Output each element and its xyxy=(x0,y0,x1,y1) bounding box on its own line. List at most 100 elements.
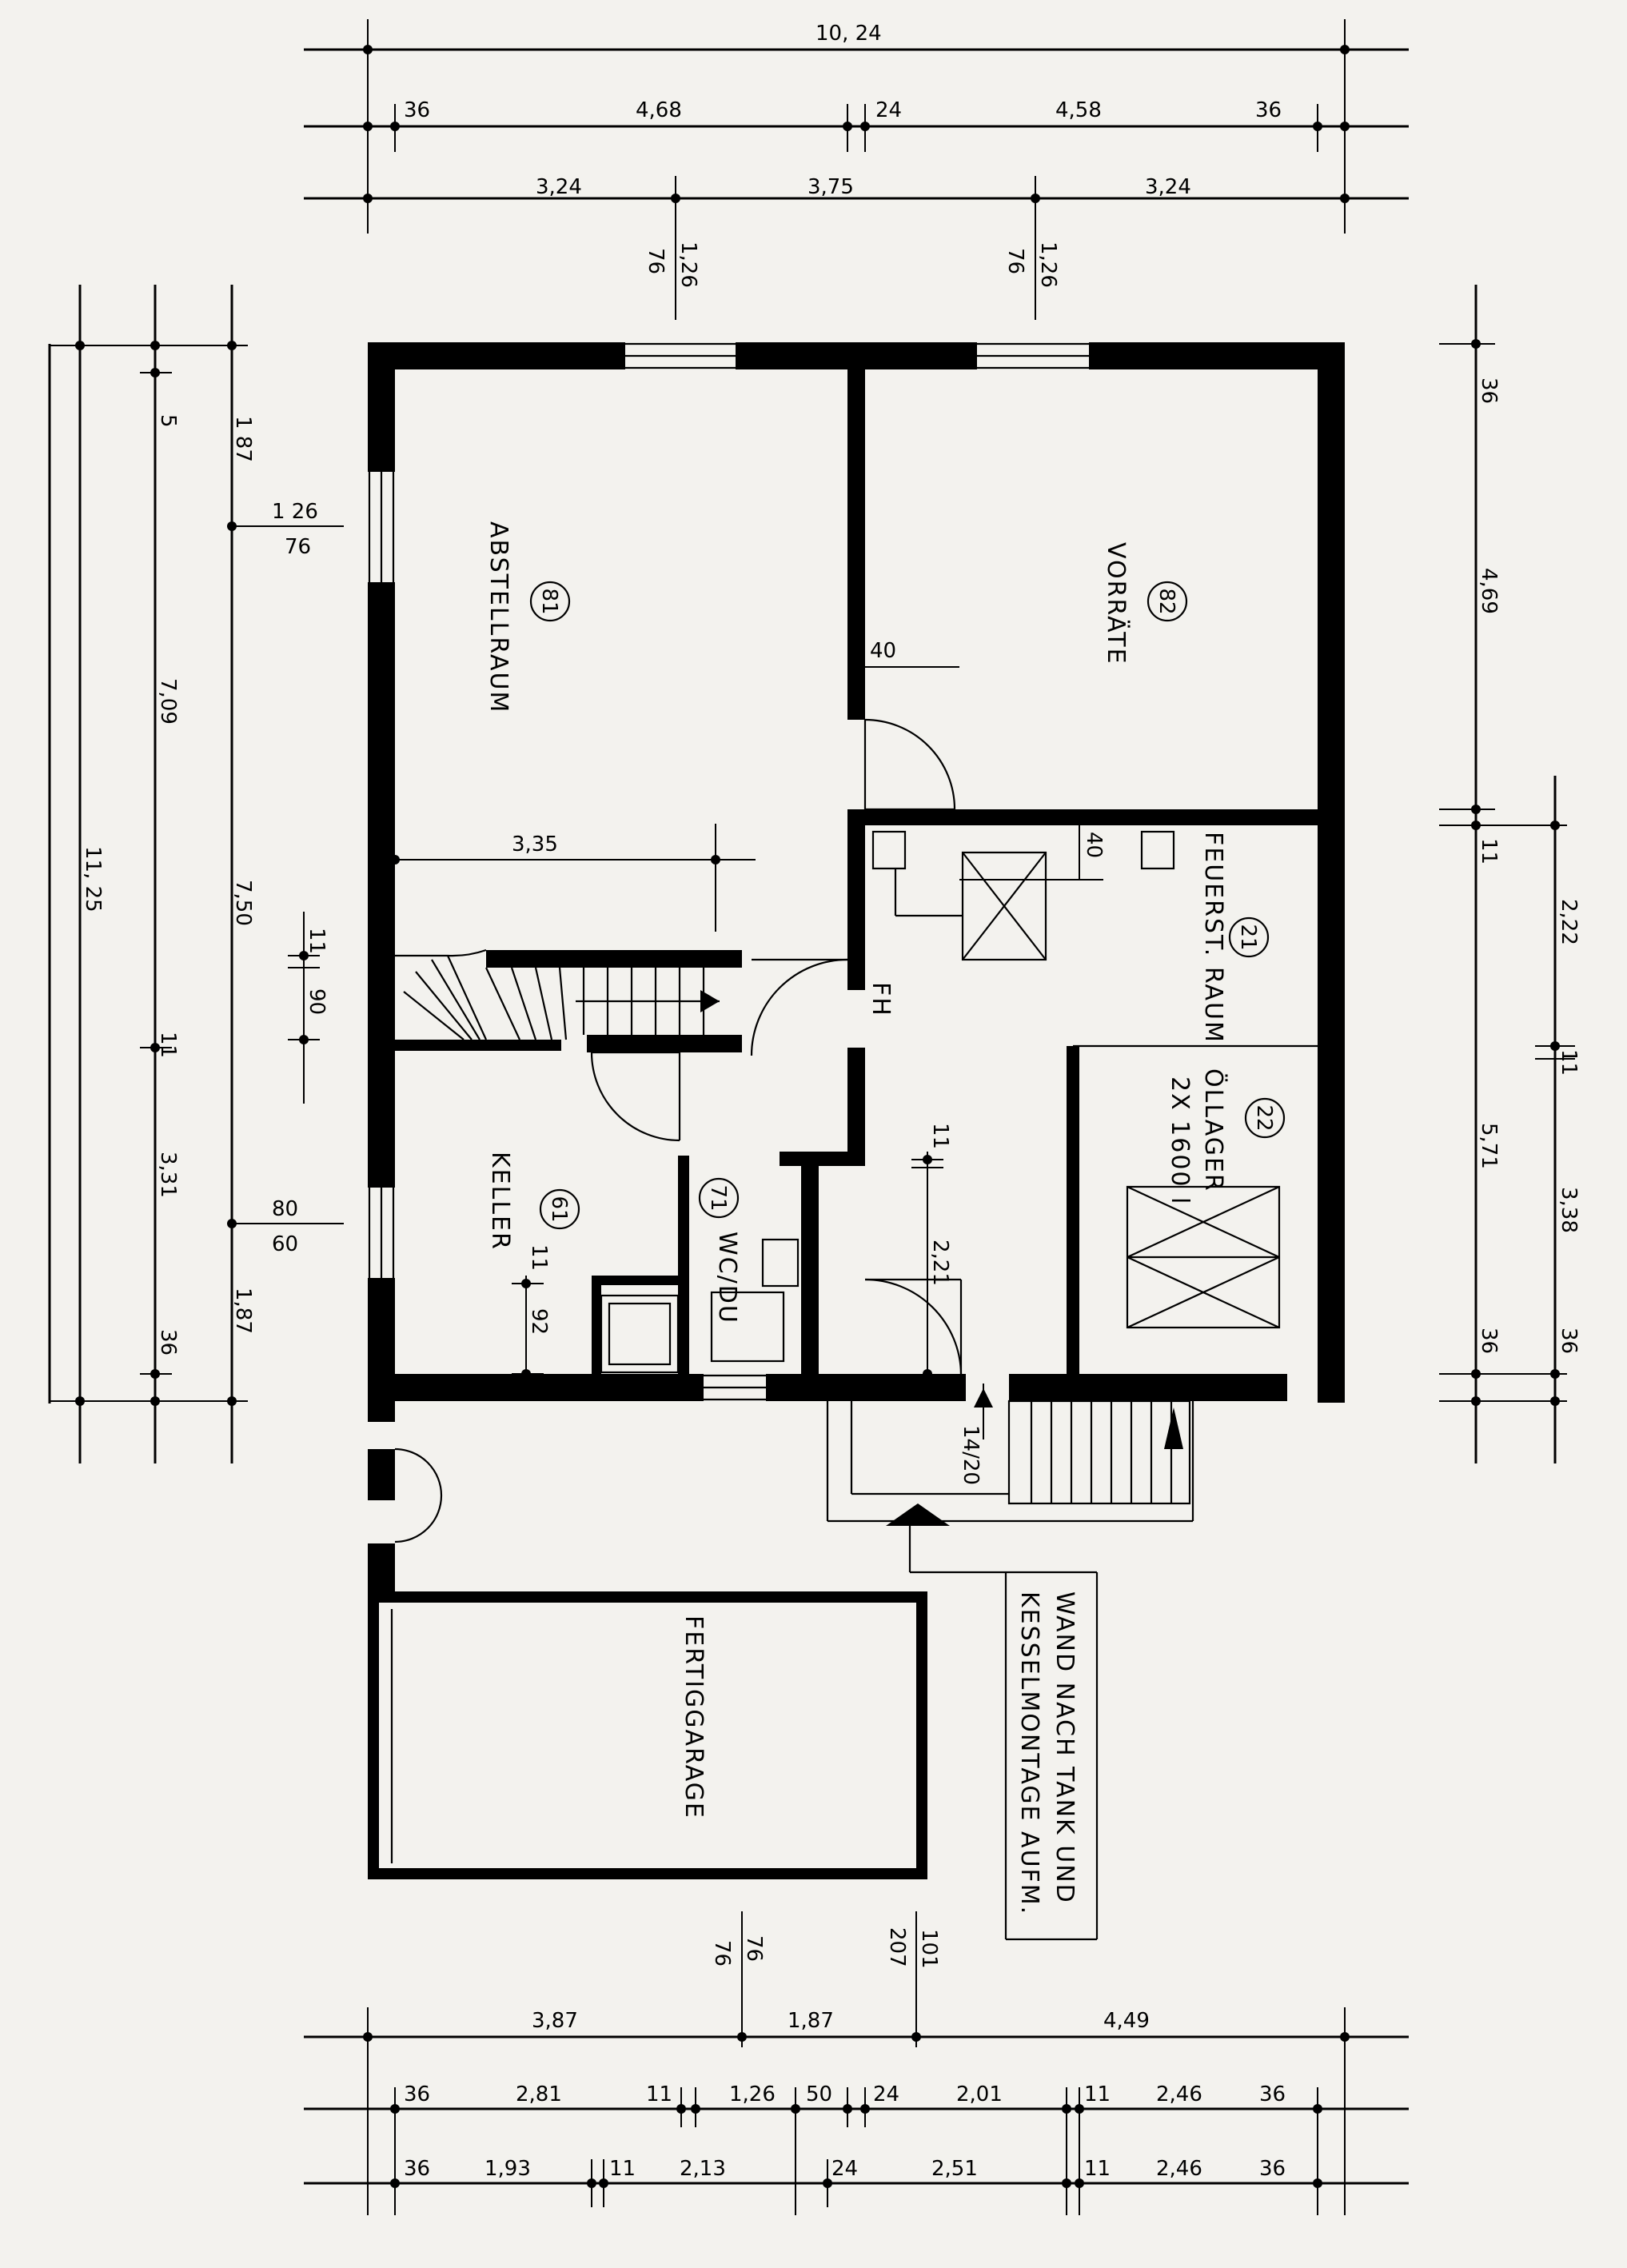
room-81-name: ABSTELLRAUM xyxy=(485,521,512,713)
room-22-capacity: 2X 1600 l xyxy=(1166,1076,1194,1205)
dim-left-inner-1: 7,50 xyxy=(231,880,255,926)
dim-left-inner-0: 1 87 xyxy=(231,416,255,462)
dim-bot-v2-a: 101 xyxy=(917,1929,941,1969)
dim-bot-r1-1: 1,87 xyxy=(788,2009,834,2033)
dim-bot-r2-4: 50 xyxy=(806,2082,832,2106)
dim-int-115a: 11 xyxy=(928,1123,952,1149)
dim-int-92: 92 xyxy=(527,1308,551,1335)
dim-bot-r2-3: 1,26 xyxy=(729,2082,776,2106)
dim-top-total: 10, 24 xyxy=(815,22,882,46)
room-22-number: 22 xyxy=(1252,1104,1276,1131)
room-81-number: 81 xyxy=(537,588,561,614)
dim-bot-v2-b: 207 xyxy=(885,1927,909,1967)
room-labels: 81 ABSTELLRAUM 82 VORRÄTE 21 FEUERST. RA… xyxy=(485,521,1276,1915)
room-61-name: KELLER xyxy=(486,1152,514,1251)
chimney-label: FH xyxy=(867,982,895,1017)
note-line-1: WAND NACH TANK UND xyxy=(1051,1591,1079,1904)
room-22-name: ÖLLAGER xyxy=(1199,1068,1228,1192)
dim-top-r3-0: 3,24 xyxy=(536,175,582,199)
dim-left-mid-2: 3,31 xyxy=(156,1152,180,1198)
windows xyxy=(368,342,1089,1401)
dim-top-r2-1: 4,68 xyxy=(636,98,682,122)
dim-top-win1-b: 76 xyxy=(644,248,668,274)
arrows xyxy=(700,990,1183,1526)
dim-bot-r3-1: 1,93 xyxy=(485,2157,531,2181)
dim-bot-r2-7: 11 xyxy=(1084,2082,1111,2106)
dim-right-a-3: 5,71 xyxy=(1477,1123,1501,1169)
interior-dimension-labels: 3,35 40 40 11 2,21 11 92 xyxy=(512,639,1106,1335)
dim-bot-r2-1: 2,81 xyxy=(516,2082,562,2106)
dim-bot-v1-b: 76 xyxy=(710,1940,734,1967)
dim-int-115b: 11 xyxy=(527,1244,551,1271)
dim-left-mid-0: 7,09 xyxy=(156,678,180,725)
exterior-walls xyxy=(368,342,1345,1591)
dim-right-b-1: 11 xyxy=(1557,1049,1581,1076)
dim-top-win2-a: 1,26 xyxy=(1036,242,1060,288)
dim-top-r2-2: 24 xyxy=(875,98,902,122)
left-dimension-labels: 11, 25 7,09 11 3,31 36 1 87 7,50 1,87 5 … xyxy=(81,414,329,1356)
dim-top-r2-4: 36 xyxy=(1255,98,1282,122)
dim-top-r2-0: 36 xyxy=(404,98,430,122)
dim-bot-r2-8: 2,46 xyxy=(1156,2082,1202,2106)
dim-top-r3-1: 3,75 xyxy=(808,175,854,199)
dim-left-win-a-1: 1 26 xyxy=(272,500,318,524)
dim-bot-r1-0: 3,87 xyxy=(532,2009,578,2033)
dim-bot-r2-6: 2,01 xyxy=(956,2082,1003,2106)
dim-bot-r3-2: 11 xyxy=(609,2157,636,2181)
dim-right-b-0: 2,22 xyxy=(1557,899,1581,945)
dim-left-outer: 11, 25 xyxy=(81,846,105,912)
dim-bot-r3-4: 24 xyxy=(831,2157,858,2181)
room-61-number: 61 xyxy=(547,1196,571,1222)
dimension-ticks xyxy=(75,45,1560,2188)
dim-int-221: 2,21 xyxy=(928,1240,952,1286)
dim-left-inner-2: 1,87 xyxy=(231,1288,255,1334)
dim-bot-r3-3: 2,13 xyxy=(680,2157,726,2181)
room-82-name: VORRÄTE xyxy=(1102,542,1131,665)
note-line-2: KESSELMONTAGE AUFM. xyxy=(1015,1591,1043,1915)
dim-top-r3-2: 3,24 xyxy=(1145,175,1191,199)
dim-bot-r2-5: 24 xyxy=(873,2082,899,2106)
dim-top-r2-3: 4,58 xyxy=(1055,98,1102,122)
dim-bot-v1-a: 76 xyxy=(742,1935,766,1962)
room-circles xyxy=(529,581,1286,1230)
dim-bot-r2-2: 11 xyxy=(646,2082,672,2106)
dim-left-mid-3: 36 xyxy=(156,1329,180,1356)
room-21-number: 21 xyxy=(1236,924,1260,950)
top-dimension-labels: 10, 24 36 4,68 24 4,58 36 3,24 3,75 3,24… xyxy=(404,22,1282,288)
dim-int-405a: 40 xyxy=(870,639,896,663)
right-dimension-labels: 36 4,69 11 5,71 36 2,22 11 3,38 36 xyxy=(1477,377,1581,1354)
dim-left-sup: 5 xyxy=(156,414,180,428)
dim-bot-r3-6: 11 xyxy=(1084,2157,1111,2181)
dim-top-win2-b: 76 xyxy=(1003,248,1027,274)
dim-bot-r3-5: 2,51 xyxy=(931,2157,978,2181)
dim-bot-r1-2: 4,49 xyxy=(1103,2009,1150,2033)
bottom-dimension-labels: 3,87 1,87 4,49 36 2,81 11 1,26 50 24 2,0… xyxy=(404,1927,1286,2181)
dim-left-win-b-2: 60 xyxy=(272,1232,298,1256)
dim-right-a-1: 4,69 xyxy=(1477,568,1501,614)
dim-left-stair-1: 11 xyxy=(305,928,329,954)
dim-bot-r3-7: 2,46 xyxy=(1156,2157,1202,2181)
room-21-name: FEUERST. RAUM xyxy=(1199,832,1227,1044)
dim-right-b-2: 3,38 xyxy=(1557,1187,1581,1233)
dim-bot-r2-0: 36 xyxy=(404,2082,430,2106)
doors xyxy=(394,718,963,1543)
note-box xyxy=(1004,1572,1099,1941)
dim-right-b-3: 36 xyxy=(1557,1328,1581,1354)
dim-right-a-4: 36 xyxy=(1477,1328,1501,1354)
dim-right-a-0: 36 xyxy=(1477,377,1501,404)
interior-walls xyxy=(393,369,1318,1384)
dim-bot-r3-0: 36 xyxy=(404,2157,430,2181)
equipment xyxy=(600,830,1318,1374)
dim-int-405b: 40 xyxy=(1082,832,1106,858)
dim-bot-r2-9: 36 xyxy=(1259,2082,1286,2106)
garage-name: FERTIGGARAGE xyxy=(680,1615,708,1819)
dim-bot-r3-8: 36 xyxy=(1259,2157,1286,2181)
dim-left-win-a-2: 76 xyxy=(285,535,311,559)
dim-left-stair-2: 90 xyxy=(305,988,329,1015)
dim-int-335: 3,35 xyxy=(512,833,558,856)
entrance-steps xyxy=(826,1400,1194,1574)
dim-left-mid-1: 11 xyxy=(156,1032,180,1058)
dim-left-win-b-1: 80 xyxy=(272,1197,298,1221)
dim-right-a-2: 11 xyxy=(1477,838,1501,864)
